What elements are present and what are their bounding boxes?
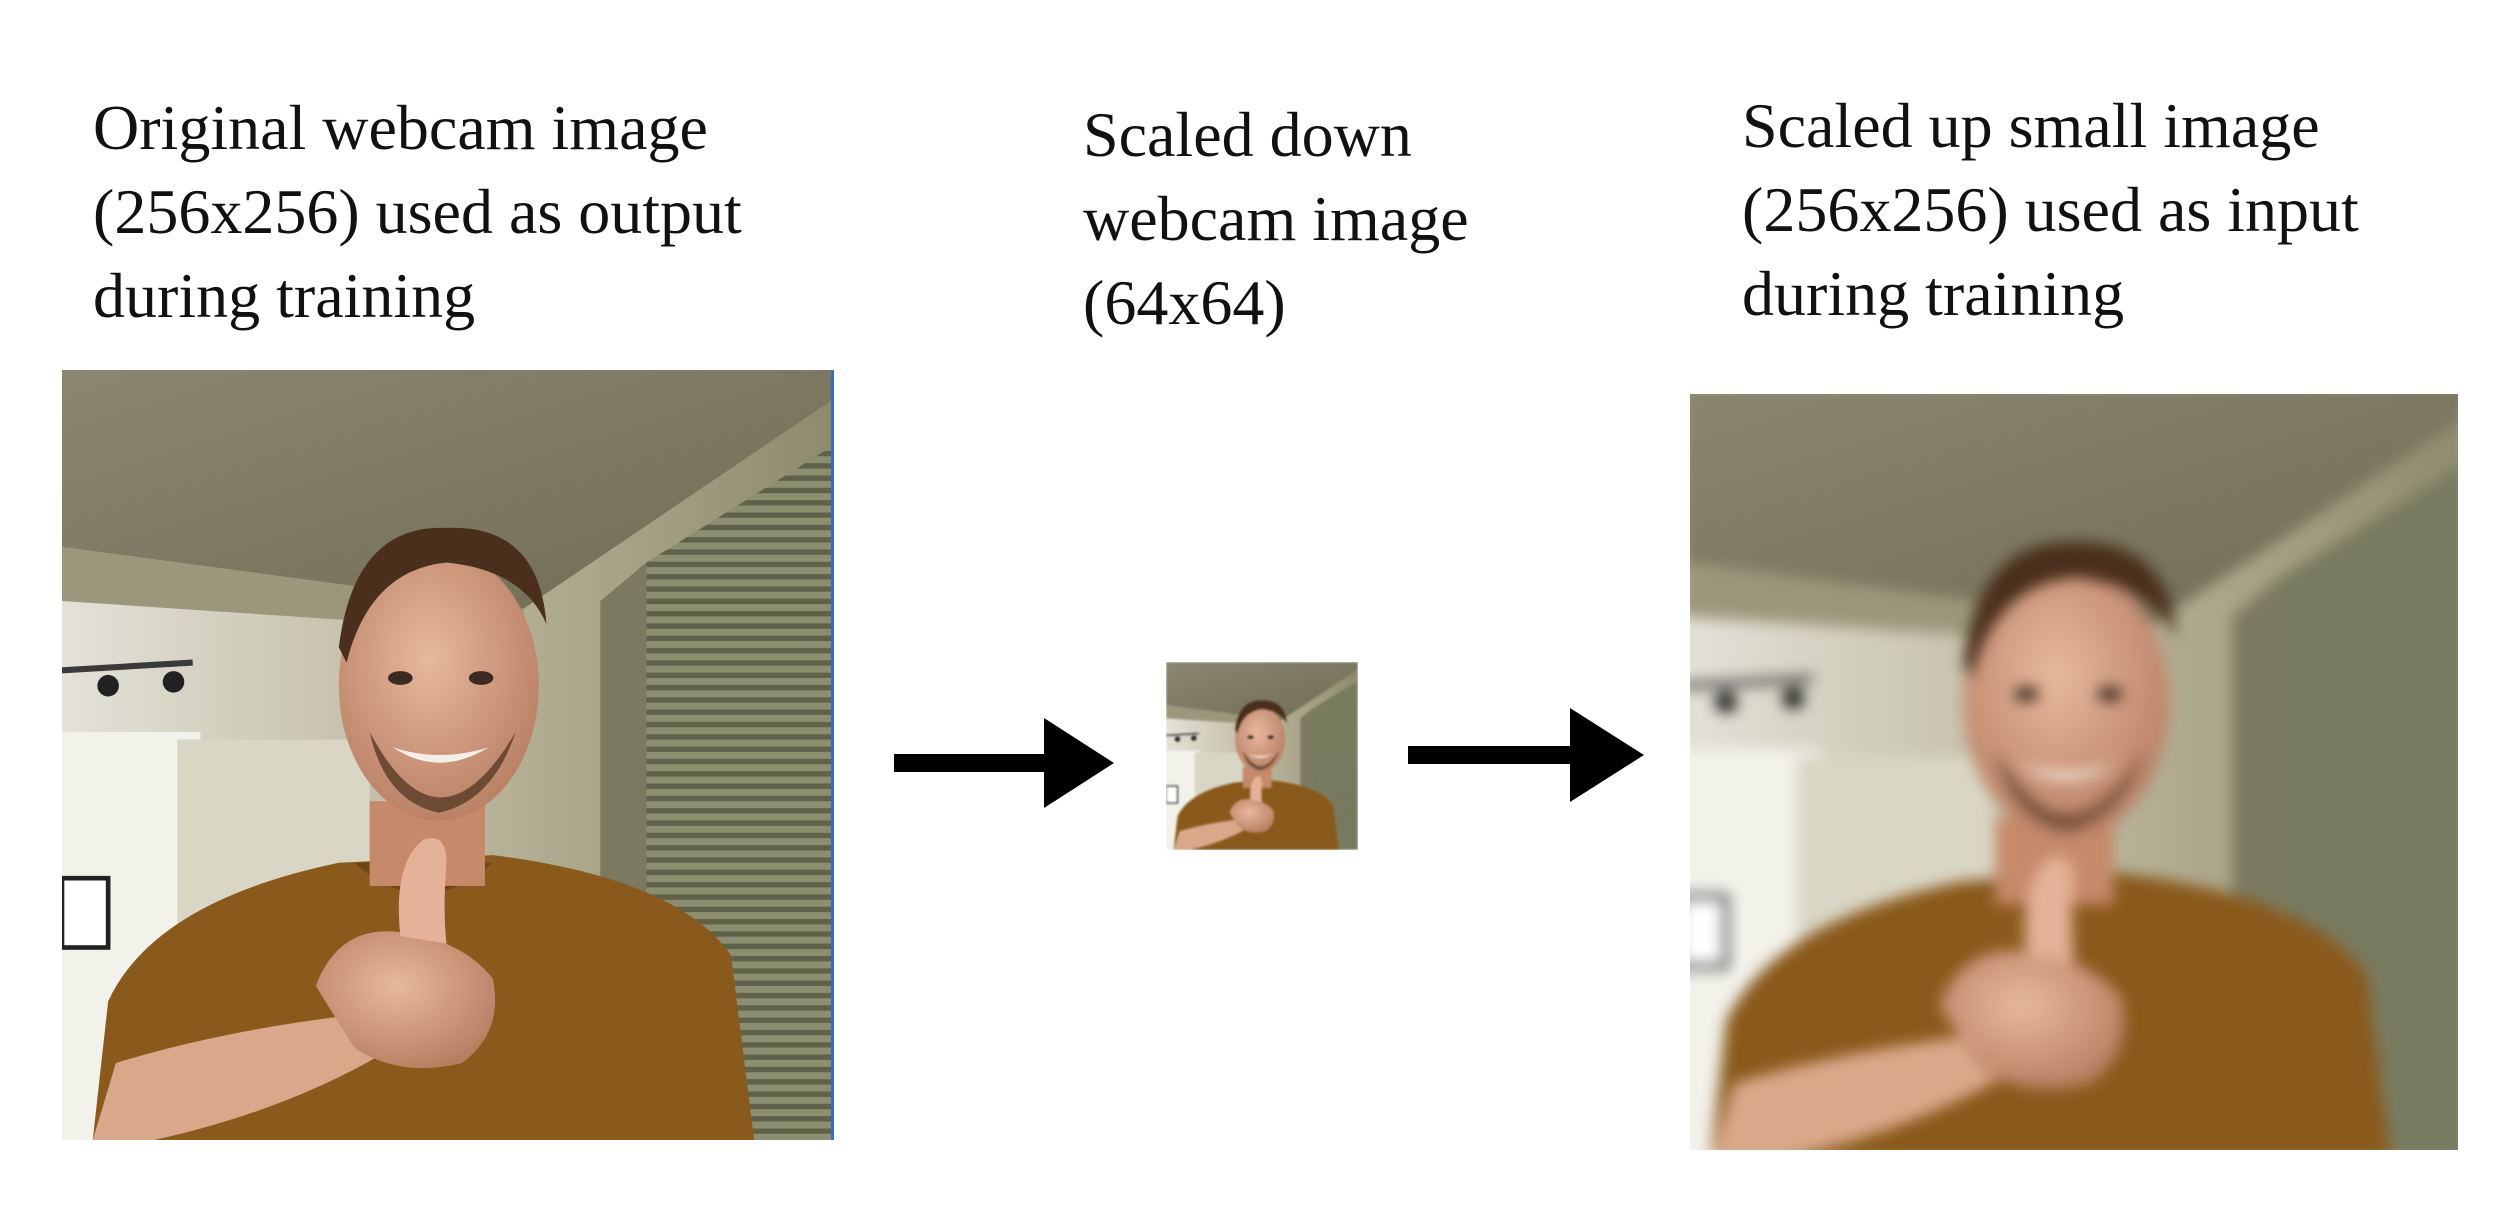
caption-line: (64x64) [1083, 267, 1286, 338]
caption-line: Scaled down [1083, 99, 1412, 170]
arrow-shaft [1408, 746, 1580, 764]
caption-line: (256x256) used as output [93, 176, 742, 247]
scaled-up-image [1690, 394, 2458, 1150]
right-arrow-icon [894, 718, 1114, 808]
right-arrow-icon [1408, 708, 1644, 802]
caption-line: webcam image [1083, 183, 1469, 254]
caption-line: Original webcam image [93, 92, 708, 163]
arrow-head [1044, 718, 1114, 808]
scaled-down-webcam-image [1166, 662, 1358, 850]
arrow-shaft [894, 754, 1054, 772]
webcam-photo [62, 370, 831, 1140]
original-webcam-image [62, 370, 834, 1140]
caption-line: Scaled up small image [1742, 90, 2320, 161]
scaled-up-image-caption: Scaled up small image (256x256) used as … [1742, 84, 2359, 336]
caption-line: during training [1742, 258, 2125, 329]
webcam-photo [1690, 394, 2458, 1150]
scaled-down-image-caption: Scaled down webcam image (64x64) [1083, 93, 1469, 345]
webcam-photo [1166, 662, 1358, 850]
caption-line: during training [93, 260, 476, 331]
caption-line: (256x256) used as input [1742, 174, 2359, 245]
original-image-caption: Original webcam image (256x256) used as … [93, 86, 742, 338]
arrow-head [1570, 708, 1644, 802]
